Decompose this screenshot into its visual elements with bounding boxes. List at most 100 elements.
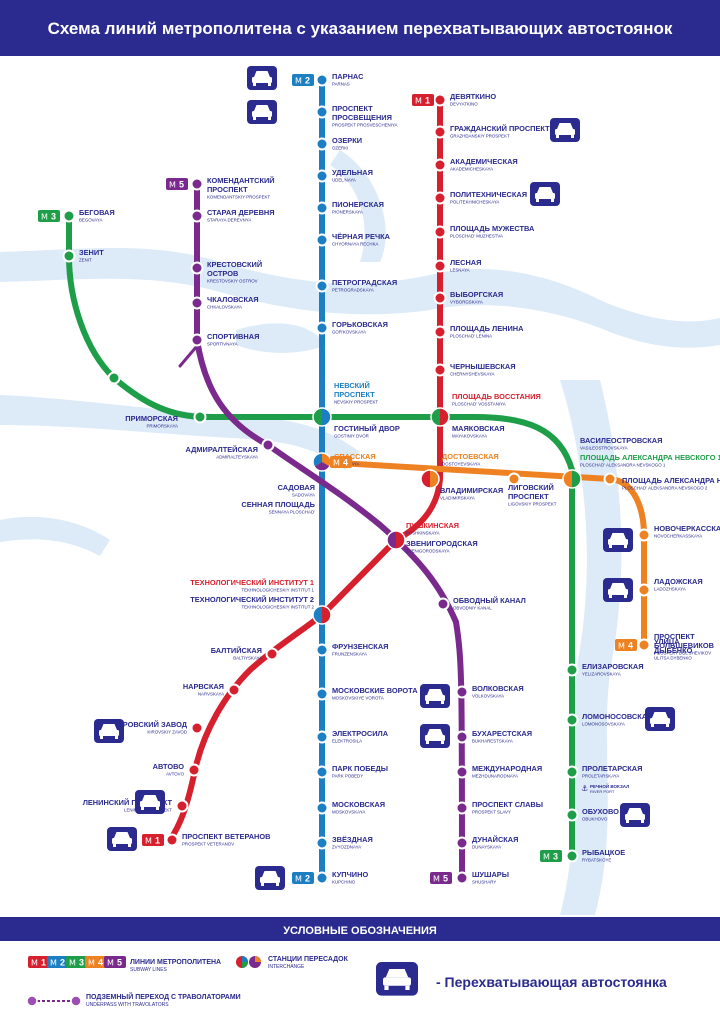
station-dot [507,472,521,486]
station-dot [433,291,447,305]
station-name-latin: PLOSCHAD' MUZHESTVA [450,234,503,239]
station-name-latin: POLITEKHNICHESKAYA [450,200,499,205]
station-name-latin: PLOSCHAD' VOSSTANIYA [452,402,506,407]
station-name-latin: TEKHNOLOGICHESKIY INSTITUT 2 [241,605,314,610]
station-name-latin: SPORTIVNAYA [207,342,238,347]
station-name-latin: PIONERSKAYA [332,210,363,215]
station-name-latin: ELEKTROSILA [332,739,362,744]
station-dot [433,158,447,172]
station-name: ПИОНЕРСКАЯ [332,200,384,209]
station-name: КИРОВСКИЙ ЗАВОД [113,720,188,729]
station-name-latin: LOMONOSOVSKAYA [582,722,625,727]
parking-icon [376,962,418,996]
station-name: ПРОСПЕКТ [508,492,549,501]
legend-interchange-label-en: INTERCHANGE [268,964,305,970]
station-name-latin: STARAYA DEREVNYA [207,218,251,223]
station[interactable]: ПЛОЩАДЬ АЛЕКСАНДРА НЕВСКОГО 2PLOSCHAD' A… [622,476,720,491]
station-name-latin: GRAZHDANSKIY PROSPEKT [450,134,510,139]
station[interactable]: ТЕХНОЛОГИЧЕСКИЙ ИНСТИТУТ 2TEKHNOLOGICHES… [190,595,314,610]
legend-underpass-label: ПОДЗЕМНЫЙ ПЕРЕХОД С ТРАВОЛАТОРАМИ [86,992,241,1001]
interchange-segment [314,462,330,471]
station[interactable]: ТЕХНОЛОГИЧЕСКИЙ ИНСТИТУТ 1TEKHNOLOGICHES… [190,578,332,625]
svg-text:2: 2 [305,874,310,884]
station-name: ЧКАЛОВСКАЯ [207,295,259,304]
station-name-latin: GOR'KOVSKAYA [332,330,366,335]
station-dot [227,683,241,697]
parking-icon [135,790,165,814]
station-dot [455,730,469,744]
svg-text:1: 1 [155,836,160,846]
station-name: ВЫБОРГСКАЯ [450,290,503,299]
station-name: ЛОМОНОСОВСКАЯ [582,712,652,721]
